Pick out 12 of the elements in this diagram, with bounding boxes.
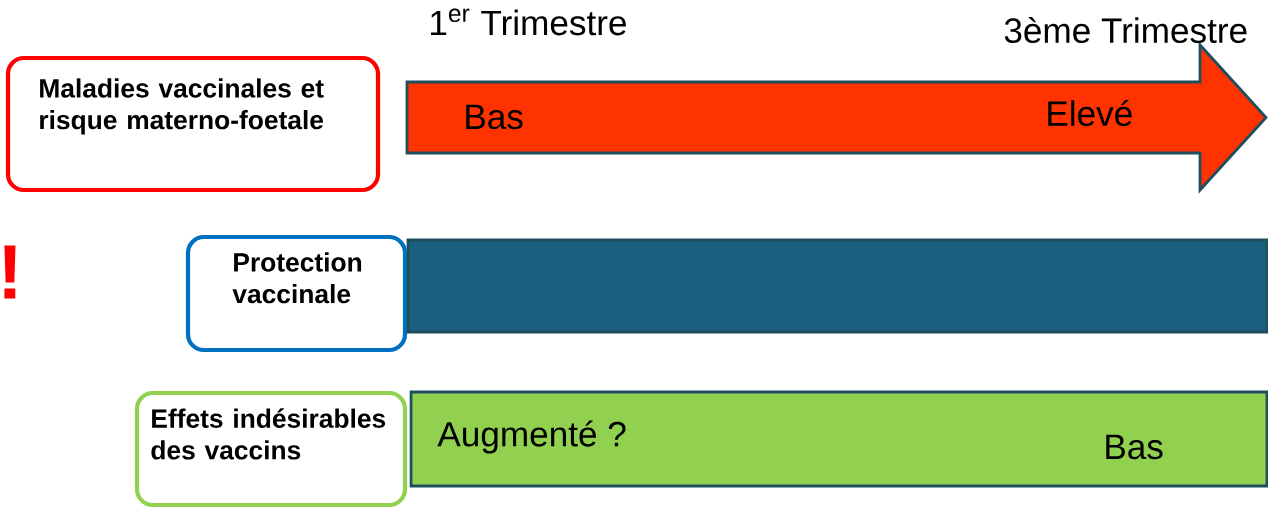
exclamation-mark: !	[4, 245, 16, 299]
bar-label: Bas	[1106, 434, 1163, 460]
bar-label: Bas	[466, 104, 523, 130]
label-box: Protection vaccinale	[185, 234, 408, 353]
bar-label: Augmenté ?	[437, 420, 626, 454]
label-box: Effets indésirables des vaccins	[134, 390, 408, 508]
arrow-bar	[405, 41, 1268, 194]
time-label: 1$^{er}$ Trimestre	[431, 8, 626, 36]
bar-label: Elevé	[1048, 99, 1132, 127]
bar	[409, 390, 1268, 488]
bar	[406, 238, 1268, 334]
label-box: Maladies vaccinales et risque materno-foetale	[5, 55, 381, 193]
